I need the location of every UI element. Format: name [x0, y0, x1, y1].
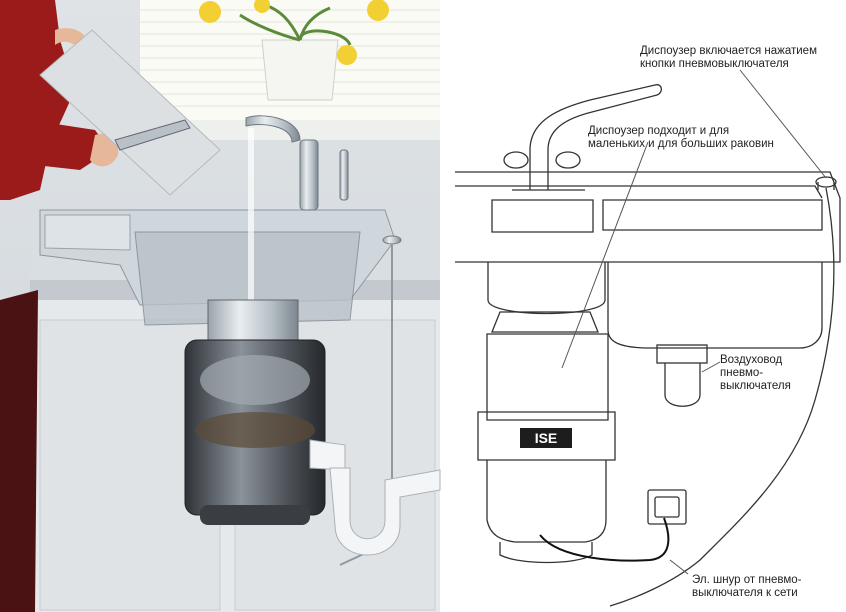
sink-drawing [455, 171, 841, 349]
annotation-cord: Эл. шнур от пневмо- выключателя к сети [692, 574, 802, 599]
annotation-button: Диспоузер включается нажатием кнопки пне… [640, 45, 817, 70]
sink-basin [39, 209, 396, 326]
air-button-drawing [815, 176, 837, 190]
disposer-drawing [477, 311, 616, 564]
faucet [245, 115, 349, 211]
disposer-unit-photo [184, 299, 326, 525]
ise-logo-text: ISE [535, 430, 558, 446]
drain-pipe-photo [309, 439, 441, 556]
faucet-drawing [503, 84, 662, 191]
air-duct-drawing [609, 187, 835, 607]
cord-drawing [539, 517, 670, 562]
annotation-fits: Диспоузер подходит и для маленьких и для… [588, 125, 774, 150]
person-with-board [0, 0, 221, 612]
annotation-air-duct: Воздуховод пневмо- выключателя [720, 354, 791, 392]
line-drawing [455, 69, 841, 607]
flower-pot [199, 0, 389, 101]
leader-lines [561, 69, 827, 575]
water-stream [248, 128, 254, 328]
ise-logo: ISE [520, 428, 572, 448]
drain-drawing [656, 344, 708, 407]
outlet-drawing [647, 489, 687, 525]
kitchen-photo [0, 0, 441, 612]
